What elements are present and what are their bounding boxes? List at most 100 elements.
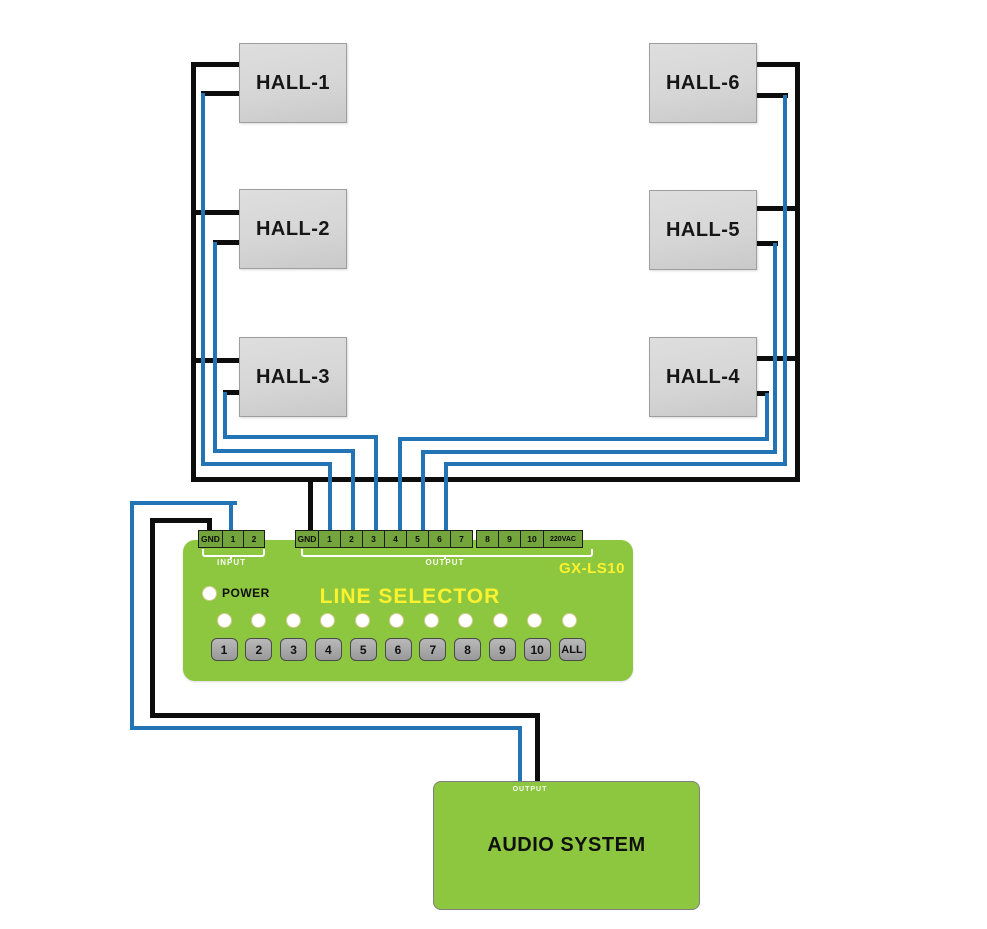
channel-led-icon bbox=[423, 613, 439, 628]
wire-blue-segment bbox=[444, 462, 787, 466]
wire-blue-segment bbox=[201, 462, 332, 466]
channel-led-icon bbox=[458, 613, 473, 628]
audio-system-label: AUDIO SYSTEM bbox=[487, 834, 646, 856]
channel-led-icon bbox=[216, 613, 232, 628]
wire-black-segment bbox=[191, 62, 239, 67]
wire-blue-segment bbox=[518, 726, 522, 781]
hall-box-hall-4: HALL-4 bbox=[649, 337, 757, 417]
selector-button-6: 6 bbox=[384, 638, 412, 661]
wire-black-segment bbox=[213, 240, 239, 245]
wire-blue-segment bbox=[201, 93, 205, 465]
wire-black-segment bbox=[150, 518, 155, 718]
wire-black-segment bbox=[150, 713, 540, 718]
wire-black-segment bbox=[223, 390, 239, 395]
terminal-output-1: 1 bbox=[318, 530, 341, 548]
hall-box-hall-5: HALL-5 bbox=[649, 190, 757, 270]
output-label: OUTPUT bbox=[425, 558, 465, 567]
wire-black-segment bbox=[191, 210, 239, 215]
wire-black-segment bbox=[191, 477, 800, 482]
terminal-output-gnd: GND bbox=[295, 530, 319, 548]
device-title: LINE SELECTOR bbox=[319, 585, 501, 608]
wire-blue-segment bbox=[773, 243, 777, 453]
wire-blue-segment bbox=[130, 501, 237, 505]
wire-blue-segment bbox=[223, 392, 227, 438]
wire-black-segment bbox=[757, 62, 800, 67]
wire-black-segment bbox=[757, 241, 778, 246]
selector-button-1: 1 bbox=[210, 638, 238, 661]
selector-button-10: 10 bbox=[523, 638, 551, 661]
selector-button-all: ALL bbox=[558, 638, 586, 661]
terminal-output-6: 6 bbox=[428, 530, 451, 548]
terminal-input-gnd: GND bbox=[198, 530, 223, 548]
wire-blue-segment bbox=[765, 393, 769, 441]
model-label: GX-LS10 bbox=[558, 560, 625, 577]
input-bracket bbox=[202, 549, 265, 557]
wire-black-segment bbox=[191, 62, 196, 482]
terminal-input-1: 1 bbox=[222, 530, 244, 548]
wire-blue-segment bbox=[421, 450, 425, 532]
terminal-output-4: 4 bbox=[384, 530, 407, 548]
selector-button-9: 9 bbox=[488, 638, 516, 661]
channel-led-icon bbox=[389, 613, 404, 628]
terminal-output-3: 3 bbox=[362, 530, 385, 548]
wire-blue-segment bbox=[351, 449, 355, 532]
terminal-output-220vac: 220VAC bbox=[543, 530, 583, 548]
hall-box-hall-1: HALL-1 bbox=[239, 43, 347, 123]
wire-black-segment bbox=[795, 62, 800, 482]
wire-blue-segment bbox=[213, 449, 355, 453]
wire-black-segment bbox=[757, 356, 800, 361]
terminal-output-5: 5 bbox=[406, 530, 429, 548]
input-bracket-tick bbox=[230, 555, 232, 559]
hall-box-hall-2: HALL-2 bbox=[239, 189, 347, 269]
wire-blue-segment bbox=[130, 726, 522, 730]
wire-black-segment bbox=[757, 93, 788, 98]
wire-black-segment bbox=[207, 520, 212, 532]
channel-led-icon bbox=[251, 613, 266, 628]
audio-output-label: OUTPUT bbox=[512, 786, 548, 793]
wire-blue-segment bbox=[398, 437, 769, 441]
wire-blue-segment bbox=[213, 242, 217, 452]
wire-black-segment bbox=[201, 91, 239, 96]
output-bracket bbox=[301, 549, 593, 557]
selector-button-2: 2 bbox=[245, 638, 273, 661]
audio-system-box: OUTPUT AUDIO SYSTEM bbox=[433, 781, 700, 910]
wire-black-segment bbox=[757, 391, 769, 396]
wire-blue-segment bbox=[398, 437, 402, 532]
wire-blue-segment bbox=[223, 435, 378, 439]
terminal-output-10: 10 bbox=[520, 530, 544, 548]
channel-led-icon bbox=[492, 613, 508, 628]
wire-blue-segment bbox=[229, 501, 233, 532]
selector-button-3: 3 bbox=[280, 638, 308, 661]
channel-led-icon bbox=[285, 613, 301, 628]
power-led-icon bbox=[202, 586, 217, 601]
channel-led-icon bbox=[527, 613, 542, 628]
output-bracket-tick bbox=[444, 555, 446, 559]
channel-led-icon bbox=[354, 613, 370, 628]
wire-black-segment bbox=[757, 206, 800, 211]
hall-box-hall-6: HALL-6 bbox=[649, 43, 757, 123]
terminal-output-9: 9 bbox=[498, 530, 521, 548]
wire-black-segment bbox=[308, 480, 313, 532]
wire-black-segment bbox=[535, 713, 540, 781]
selector-button-7: 7 bbox=[419, 638, 447, 661]
terminal-output-7: 7 bbox=[450, 530, 473, 548]
wire-blue-segment bbox=[421, 450, 777, 454]
wire-blue-segment bbox=[328, 462, 332, 532]
wire-blue-segment bbox=[783, 95, 787, 466]
channel-led-icon bbox=[561, 613, 577, 628]
selector-button-4: 4 bbox=[314, 638, 342, 661]
wire-black-segment bbox=[150, 518, 212, 523]
wire-blue-segment bbox=[444, 462, 448, 532]
hall-box-hall-3: HALL-3 bbox=[239, 337, 347, 417]
input-label: INPUT bbox=[217, 558, 246, 567]
wire-blue-segment bbox=[130, 501, 134, 730]
selector-button-5: 5 bbox=[349, 638, 377, 661]
terminal-output-8: 8 bbox=[476, 530, 499, 548]
terminal-input-2: 2 bbox=[243, 530, 265, 548]
channel-led-icon bbox=[320, 613, 335, 628]
power-label: POWER bbox=[222, 586, 270, 600]
wire-blue-segment bbox=[374, 435, 378, 532]
